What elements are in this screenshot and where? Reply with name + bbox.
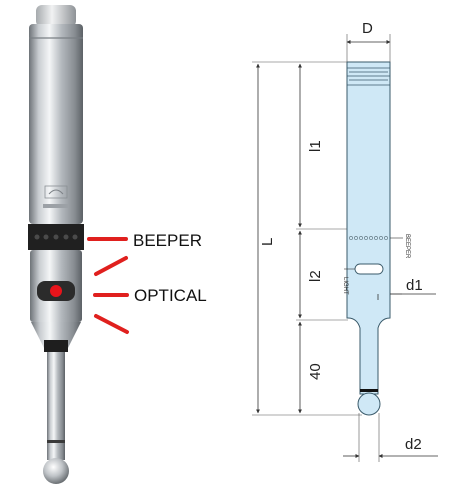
drawing-light-label: LIGHT bbox=[342, 277, 348, 295]
technical-drawing: BEEPER LIGHT bbox=[342, 61, 410, 416]
dim-D-label: D bbox=[362, 20, 373, 37]
dim-d2-label: d2 bbox=[405, 436, 422, 453]
dimension-D bbox=[346, 34, 391, 62]
dim-L-label: L bbox=[259, 238, 276, 246]
beeper-band-holes bbox=[34, 234, 78, 240]
drawing-body-outline bbox=[346, 61, 391, 395]
dim-l1-label: l1 bbox=[307, 140, 324, 152]
dimension-l1-l2-40 bbox=[296, 63, 348, 414]
drawing-beeper-holes bbox=[349, 236, 388, 240]
dimension-L bbox=[252, 61, 362, 416]
probe-taper bbox=[31, 322, 81, 352]
probe-upper-shank bbox=[29, 24, 83, 224]
dimension-d1 bbox=[377, 293, 436, 300]
probe-black-collar bbox=[44, 340, 68, 352]
optical-label: OPTICAL bbox=[134, 286, 207, 305]
probe-stylus bbox=[47, 352, 65, 460]
drawing-stylus-band bbox=[360, 389, 378, 392]
dim-40-label: 40 bbox=[307, 363, 324, 380]
probe-top-cap bbox=[36, 5, 76, 27]
stylus-band bbox=[47, 440, 65, 443]
drawing-top-grooves bbox=[347, 67, 390, 86]
drawing-beeper-label: BEEPER bbox=[404, 234, 410, 259]
drawing-ball-tip bbox=[357, 392, 381, 416]
dimension-d2 bbox=[343, 413, 438, 462]
probe-ball-tip bbox=[43, 458, 69, 484]
callout-lines bbox=[87, 237, 129, 334]
drawing-light-window bbox=[354, 263, 384, 275]
edge-finder-photo bbox=[28, 5, 84, 484]
beeper-label: BEEPER bbox=[133, 231, 202, 250]
brand-logo-icon bbox=[43, 185, 69, 208]
dim-l2-label: l2 bbox=[307, 270, 324, 282]
light-ray-lower bbox=[94, 314, 129, 334]
dim-d1-label: d1 bbox=[406, 277, 423, 294]
optical-indicator-light bbox=[50, 285, 62, 297]
light-ray-upper bbox=[94, 256, 128, 276]
